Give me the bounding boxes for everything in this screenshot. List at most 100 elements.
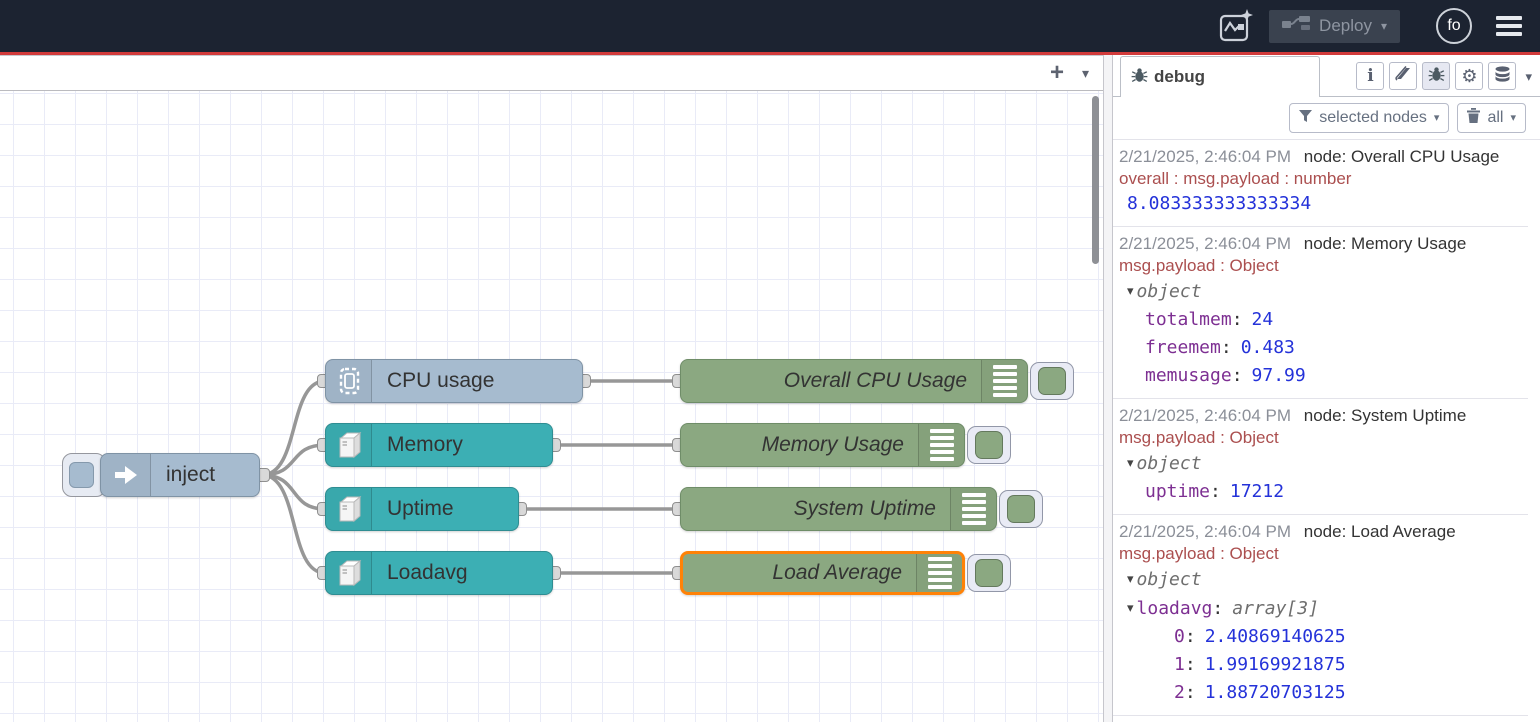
add-flow-button[interactable]: + xyxy=(1050,61,1064,85)
flow-tabbar: + ▾ xyxy=(0,55,1103,91)
node-load-average[interactable]: Load Average xyxy=(680,551,965,595)
message-source: node: System Uptime xyxy=(1304,406,1467,425)
message-source: node: Overall CPU Usage xyxy=(1304,147,1500,166)
canvas-vertical-scrollbar[interactable] xyxy=(1092,96,1099,264)
node-overall-cpu-usage[interactable]: Overall CPU Usage xyxy=(680,359,1028,403)
node-uptime[interactable]: Uptime xyxy=(325,487,519,531)
debug-message[interactable]: 2/21/2025, 2:46:04 PM node: Memory Usage… xyxy=(1113,227,1528,399)
node-cpu-usage[interactable]: CPU usage xyxy=(325,359,583,403)
debug-clear-button[interactable]: all ▾ xyxy=(1457,103,1526,133)
payload-value: 97.99 xyxy=(1252,365,1306,386)
node-label: CPU usage xyxy=(372,369,582,393)
array-index: 2 xyxy=(1174,682,1185,703)
info-tab-button[interactable]: i xyxy=(1356,62,1384,90)
ai-assistant-icon[interactable] xyxy=(1217,7,1253,45)
debug-message[interactable]: 2/21/2025, 2:46:04 PM node: System Uptim… xyxy=(1113,399,1528,515)
node-label: Uptime xyxy=(372,497,518,521)
object-expander[interactable]: ▾object xyxy=(1119,449,1526,478)
payload-value: 0.483 xyxy=(1241,337,1295,358)
clear-caret-icon: ▾ xyxy=(1510,113,1516,124)
debug-filter-label: selected nodes xyxy=(1319,109,1427,127)
message-property: msg.payload : Object xyxy=(1119,427,1526,449)
debug-toggle-load-average[interactable] xyxy=(967,554,1011,592)
workspace: + ▾ xyxy=(0,55,1103,722)
debug-filter-button[interactable]: selected nodes ▾ xyxy=(1289,103,1449,133)
deploy-icon xyxy=(1282,15,1310,37)
node-inject[interactable]: inject xyxy=(100,453,260,497)
node-label: inject xyxy=(151,463,259,487)
debug-console-icon xyxy=(916,554,962,592)
payload-key: uptime xyxy=(1145,481,1210,502)
debug-console-icon xyxy=(981,360,1027,402)
node-memory-usage[interactable]: Memory Usage xyxy=(680,423,965,467)
server-tower-icon xyxy=(326,488,372,530)
node-system-uptime[interactable]: System Uptime xyxy=(680,487,997,531)
sidebar-tabs-caret-icon[interactable]: ▾ xyxy=(1525,70,1532,83)
tab-debug[interactable]: debug xyxy=(1120,56,1320,97)
object-expander[interactable]: ▾object xyxy=(1119,277,1526,306)
debug-message[interactable]: 2/21/2025, 2:46:04 PM node: Load Average… xyxy=(1113,515,1528,716)
debug-message[interactable]: 2/21/2025, 2:46:04 PM node: Overall CPU … xyxy=(1113,140,1528,227)
payload-value: 1.99169921875 xyxy=(1205,654,1346,675)
deploy-caret-icon: ▾ xyxy=(1381,20,1387,32)
database-icon xyxy=(1494,66,1511,87)
avatar-label: fo xyxy=(1447,17,1460,35)
array-expander[interactable]: ▾loadavg:array[3] xyxy=(1119,594,1526,623)
message-timestamp: 2/21/2025, 2:46:04 PM xyxy=(1119,234,1291,253)
app-header: Deploy ▾ fo xyxy=(0,0,1540,52)
node-memory[interactable]: Memory xyxy=(325,423,553,467)
debug-toolbar: selected nodes ▾ all ▾ xyxy=(1113,97,1540,139)
node-label: System Uptime xyxy=(681,497,950,521)
debug-tab-button[interactable] xyxy=(1422,62,1450,90)
hamburger-menu-icon[interactable] xyxy=(1496,16,1522,36)
context-tab-button[interactable] xyxy=(1488,62,1516,90)
deploy-button[interactable]: Deploy ▾ xyxy=(1269,10,1400,43)
help-tab-button[interactable] xyxy=(1389,62,1417,90)
deploy-label: Deploy xyxy=(1319,16,1372,36)
inject-arrow-icon xyxy=(101,454,151,496)
gear-icon: ⚙ xyxy=(1461,66,1477,87)
array-index: 1 xyxy=(1174,654,1185,675)
bug-icon xyxy=(1131,67,1148,88)
debug-toggle-overall-cpu[interactable] xyxy=(1030,362,1074,400)
filter-caret-icon: ▾ xyxy=(1434,113,1440,124)
node-label: Memory Usage xyxy=(681,433,918,457)
sidebar: debug i xyxy=(1113,55,1540,722)
object-expander[interactable]: ▾object xyxy=(1119,565,1526,594)
user-avatar[interactable]: fo xyxy=(1436,8,1472,44)
message-timestamp: 2/21/2025, 2:46:04 PM xyxy=(1119,147,1291,166)
payload-value: 24 xyxy=(1252,309,1274,330)
book-icon xyxy=(1394,66,1412,86)
message-property: msg.payload : Object xyxy=(1119,543,1526,565)
trash-icon xyxy=(1467,108,1480,128)
message-source: node: Memory Usage xyxy=(1304,234,1467,253)
server-tower-icon xyxy=(326,424,372,466)
tab-debug-label: debug xyxy=(1154,67,1205,87)
message-property: msg.payload : Object xyxy=(1119,255,1526,277)
debug-console-icon xyxy=(918,424,964,466)
debug-toggle-system-uptime[interactable] xyxy=(999,490,1043,528)
array-index: 0 xyxy=(1174,626,1185,647)
payload-key: memusage xyxy=(1145,365,1232,386)
wires xyxy=(0,91,1103,722)
config-tab-button[interactable]: ⚙ xyxy=(1455,62,1483,90)
flow-canvas[interactable]: inject CPU usage xyxy=(0,91,1103,722)
message-source: node: Load Average xyxy=(1304,522,1456,541)
payload-key: totalmem xyxy=(1145,309,1232,330)
server-tower-icon xyxy=(326,552,372,594)
message-timestamp: 2/21/2025, 2:46:04 PM xyxy=(1119,522,1291,541)
payload-value: 1.88720703125 xyxy=(1205,682,1346,703)
filter-funnel-icon xyxy=(1299,109,1312,127)
node-label: Overall CPU Usage xyxy=(681,369,981,393)
debug-message-list[interactable]: 2/21/2025, 2:46:04 PM node: Overall CPU … xyxy=(1113,139,1540,722)
microchip-icon xyxy=(326,360,372,402)
node-loadavg[interactable]: Loadavg xyxy=(325,551,553,595)
debug-toggle-memory-usage[interactable] xyxy=(967,426,1011,464)
payload-value: 2.40869140625 xyxy=(1205,626,1346,647)
payload-key: freemem xyxy=(1145,337,1221,358)
sidebar-resize-handle[interactable] xyxy=(1103,55,1113,722)
node-label: Loadavg xyxy=(372,561,552,585)
message-property: overall : msg.payload : number xyxy=(1119,168,1526,190)
sidebar-tabbar: debug i xyxy=(1113,55,1540,97)
flow-list-caret-icon[interactable]: ▾ xyxy=(1082,66,1089,80)
